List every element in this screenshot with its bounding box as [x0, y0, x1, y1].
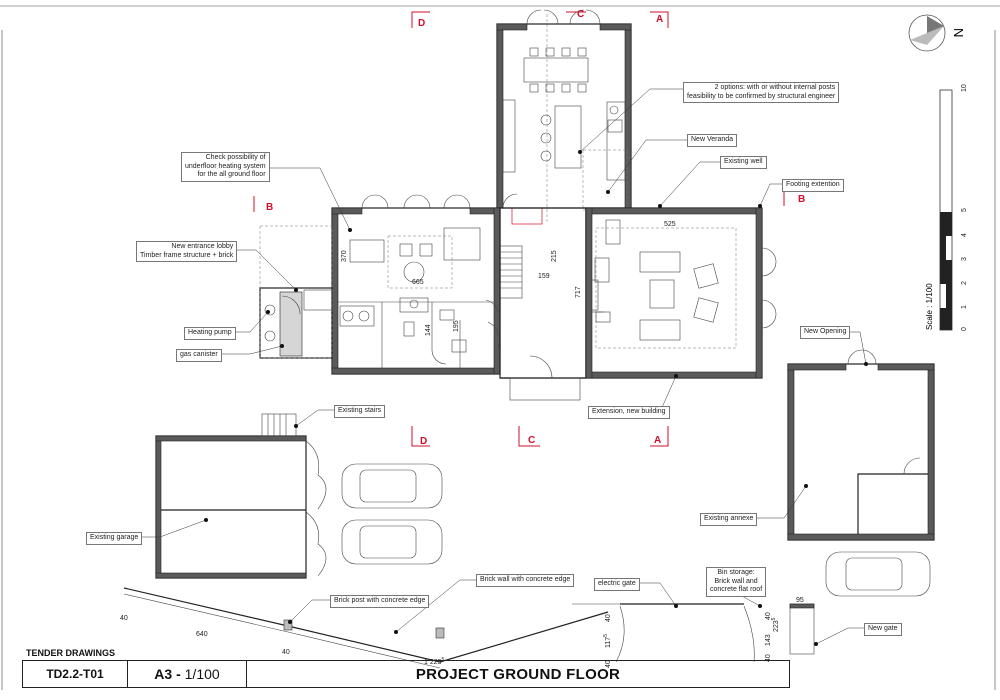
- sheet-frame: [0, 5, 1000, 690]
- annotation-gas-canister: gas canister: [176, 349, 222, 362]
- annotation-heating-pump: Heating pump: [184, 327, 236, 340]
- svg-text:A: A: [654, 435, 661, 446]
- scale-bar: 10 5 4 3 2 1 0 Scale : 1/100: [925, 84, 968, 331]
- dim-40-c: 40: [605, 614, 612, 622]
- scale-tick-4: 4: [961, 233, 968, 237]
- dim-370: 370: [341, 250, 348, 262]
- section-marker-b-left: B: [253, 196, 273, 213]
- annotation-bin-storage: Bin storage: Brick wall and concrete fla…: [706, 567, 767, 597]
- annotation-new-veranda: New Veranda: [687, 134, 738, 147]
- dim-40-f: 40: [765, 654, 772, 662]
- annotation-underfloor-heating: Check possibility of underfloor heating …: [181, 152, 270, 182]
- dim-525: 525: [664, 221, 676, 228]
- main-house: [331, 194, 543, 375]
- section-marker-c-bottom: C: [518, 426, 540, 447]
- dim-215: 215: [551, 250, 558, 262]
- dim-665: 665: [412, 279, 424, 286]
- scale-tick-5: 5: [961, 208, 968, 212]
- svg-text:D: D: [420, 436, 427, 447]
- annotation-new-opening: New Opening: [800, 326, 851, 339]
- section-markers: D C A B B D C A: [253, 9, 805, 447]
- car-3: [825, 551, 931, 597]
- dim-159: 159: [538, 273, 550, 280]
- extension-building: [585, 207, 777, 379]
- tender-drawings-label: TENDER DRAWINGS: [26, 648, 116, 658]
- link-corridor: [499, 207, 599, 401]
- kitchen-wing: [496, 9, 632, 211]
- annotation-footing-extension: Footing extention: [782, 179, 844, 192]
- annotation-extension: Extension, new building: [588, 406, 670, 419]
- north-label: N: [951, 28, 966, 37]
- annotation-brick-post: Brick post with concrete edge: [330, 595, 430, 608]
- car-2: [341, 519, 443, 565]
- dim-223: 2235: [771, 617, 780, 632]
- section-marker-a-bottom: A: [650, 426, 669, 447]
- drawing-title: PROJECT GROUND FLOOR: [415, 665, 621, 683]
- dimensions: 525 370 665 215 159 717 144 195 40 640 4…: [120, 221, 804, 668]
- scale-label: Scale : 1/100: [925, 283, 934, 330]
- dim-40-e: 40: [765, 612, 772, 620]
- annotation-existing-annexe: Existing annexe: [700, 513, 758, 526]
- sheet-scale: A3 - 1/100: [128, 661, 247, 687]
- annotation-electric-gate: electric gate: [594, 578, 640, 591]
- north-arrow: N: [908, 14, 966, 52]
- dim-40-b: 40: [282, 649, 290, 656]
- dim-95: 95: [796, 597, 804, 604]
- existing-annexe: [787, 349, 935, 541]
- dim-144: 144: [425, 324, 432, 336]
- sheet-size: A3 -: [154, 666, 181, 682]
- scale-tick-2: 2: [961, 281, 968, 285]
- section-marker-c-top: C: [566, 9, 586, 20]
- annotation-existing-garage: Existing garage: [86, 532, 143, 545]
- section-marker-b-right: B: [783, 192, 805, 206]
- scale-tick-1: 1: [961, 305, 968, 309]
- dim-143: 143: [765, 634, 772, 646]
- svg-text:C: C: [577, 9, 584, 20]
- entrance-lobby: [259, 225, 333, 359]
- svg-text:B: B: [266, 202, 273, 213]
- boundary-wall: [123, 587, 815, 669]
- car-1: [341, 463, 443, 509]
- scale-tick-0: 0: [961, 327, 968, 331]
- existing-garage: [155, 413, 327, 579]
- svg-text:D: D: [418, 18, 425, 29]
- section-marker-a-top: A: [650, 11, 669, 28]
- drawing-code: TD2.2-T01: [23, 661, 128, 687]
- dim-117: 1175: [603, 634, 612, 648]
- svg-text:B: B: [798, 194, 805, 205]
- scale-tick-3: 3: [961, 257, 968, 261]
- annotation-internal-posts: 2 options: with or without internal post…: [683, 82, 840, 103]
- dim-40-a: 40: [120, 615, 128, 622]
- dim-195: 195: [453, 320, 460, 332]
- section-marker-d-top: D: [411, 11, 430, 29]
- dim-40-d: 40: [605, 660, 612, 668]
- annotation-new-gate: New gate: [864, 623, 902, 636]
- annotation-existing-well: Existing well: [720, 156, 767, 169]
- annotation-existing-stairs: Existing stairs: [334, 405, 386, 418]
- svg-text:A: A: [656, 14, 663, 25]
- sheet-scale-value: 1/100: [180, 666, 220, 682]
- title-block: TD2.2-T01 A3 - 1/100 PROJECT GROUND FLOO…: [22, 660, 790, 688]
- annotation-entrance-lobby: New entrance lobby Timber frame structur…: [136, 241, 238, 262]
- annotation-brick-wall: Brick wall with concrete edge: [476, 574, 575, 587]
- cars: [341, 463, 931, 597]
- scale-tick-10: 10: [961, 84, 968, 92]
- svg-text:C: C: [528, 435, 535, 446]
- dim-717: 717: [575, 286, 582, 298]
- section-marker-d-bottom: D: [411, 426, 430, 447]
- dim-640: 640: [196, 631, 208, 638]
